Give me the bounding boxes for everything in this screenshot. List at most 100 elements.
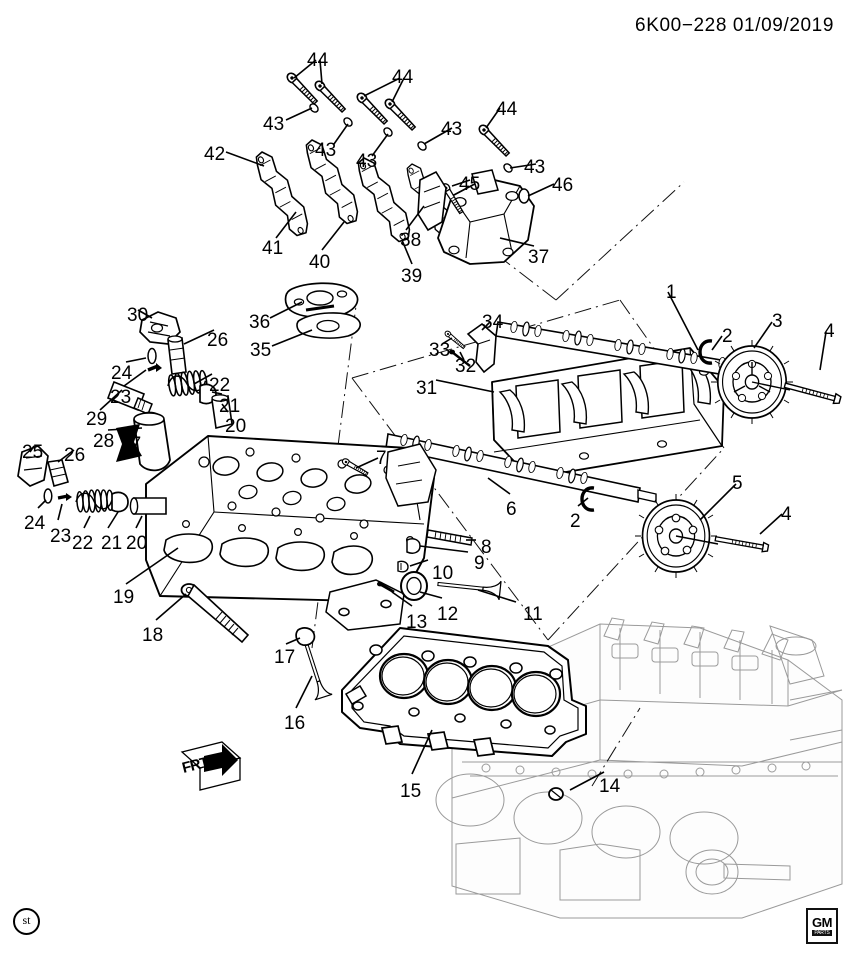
valve-lifter-20-upper xyxy=(211,394,233,429)
cam-actuator-3 xyxy=(711,340,793,424)
stud-8 xyxy=(426,529,473,546)
callout-2a[interactable]: 2 xyxy=(722,326,733,347)
callout-1[interactable]: 1 xyxy=(666,282,677,303)
gm-logo-text: GM xyxy=(812,915,832,930)
callout-33[interactable]: 33 xyxy=(429,340,451,361)
callout-19[interactable]: 19 xyxy=(113,587,135,608)
callout-15[interactable]: 15 xyxy=(400,781,422,802)
callout-13[interactable]: 13 xyxy=(406,612,428,633)
cover-plate-36 xyxy=(284,282,359,319)
rocker-arm-30 xyxy=(139,311,181,345)
rocker-arm-25 xyxy=(17,445,49,487)
callout-11[interactable]: 11 xyxy=(523,604,543,625)
spring-retainer-24-lower xyxy=(43,488,53,504)
callout-43a[interactable]: 43 xyxy=(263,114,285,135)
callout-10[interactable]: 10 xyxy=(432,563,454,584)
callout-18[interactable]: 18 xyxy=(142,625,164,646)
cover-gasket-35 xyxy=(296,312,361,339)
callout-44c[interactable]: 44 xyxy=(496,99,518,120)
cylinder-head-19 xyxy=(145,435,437,631)
callout-21a[interactable]: 21 xyxy=(219,396,241,417)
callout-27[interactable]: 27 xyxy=(120,434,142,455)
callout-3[interactable]: 3 xyxy=(772,311,783,332)
gm-parts-text: PARTS xyxy=(812,930,832,936)
callout-28[interactable]: 28 xyxy=(93,431,115,452)
direction-arrow-27 xyxy=(116,424,142,462)
actuator-bolt-4-upper xyxy=(751,379,843,406)
thrust-retainer-2-lower xyxy=(580,486,595,512)
callout-23b[interactable]: 23 xyxy=(50,526,72,547)
callout-34[interactable]: 34 xyxy=(482,312,504,333)
lash-adjuster-26-upper xyxy=(167,335,187,375)
callout-14[interactable]: 14 xyxy=(599,776,621,797)
lash-adjuster-26-lower xyxy=(47,459,69,487)
callout-21b[interactable]: 21 xyxy=(101,533,123,554)
callout-39[interactable]: 39 xyxy=(401,266,423,287)
valve-lifter-20-lower xyxy=(129,497,167,515)
cam-sprocket-5 xyxy=(635,494,717,578)
valve-spring-seat-12 xyxy=(400,571,428,601)
callout-4a[interactable]: 4 xyxy=(824,321,835,342)
callout-20b[interactable]: 20 xyxy=(126,533,148,554)
callout-26a[interactable]: 26 xyxy=(207,330,229,351)
callout-45[interactable]: 45 xyxy=(459,174,481,195)
front-direction-arrow xyxy=(180,741,242,791)
oil-control-clip-32 xyxy=(449,349,471,367)
valve-lifter-body-28 xyxy=(133,411,171,472)
bearing-cap-38 xyxy=(417,170,447,232)
cylinder-head-bolt-18 xyxy=(180,583,250,644)
cylinder-head-gasket-15 xyxy=(341,627,587,757)
actuator-bolt-4-lower xyxy=(675,533,770,554)
callout-43e[interactable]: 43 xyxy=(524,157,546,178)
lash-cap-21-lower xyxy=(111,491,129,513)
callout-26b[interactable]: 26 xyxy=(64,445,86,466)
callout-30[interactable]: 30 xyxy=(127,305,149,326)
callout-42[interactable]: 42 xyxy=(204,144,226,165)
callout-16[interactable]: 16 xyxy=(284,713,306,734)
callout-24b[interactable]: 24 xyxy=(24,513,46,534)
gm-parts-logo: GM PARTS xyxy=(806,908,838,944)
callout-4b[interactable]: 4 xyxy=(781,504,792,525)
callout-12[interactable]: 12 xyxy=(437,604,459,625)
callout-41[interactable]: 41 xyxy=(262,238,284,259)
valve-stem-seal-13 xyxy=(377,581,395,594)
callout-20a[interactable]: 20 xyxy=(225,416,247,437)
callout-40[interactable]: 40 xyxy=(309,252,331,273)
callout-17[interactable]: 17 xyxy=(274,647,296,668)
callout-44b[interactable]: 44 xyxy=(392,67,414,88)
callout-29[interactable]: 29 xyxy=(86,409,108,430)
callout-23a[interactable]: 23 xyxy=(110,387,132,408)
camshaft-retainer-34 xyxy=(466,322,497,374)
callout-38[interactable]: 38 xyxy=(400,230,422,251)
callout-31[interactable]: 31 xyxy=(416,378,438,399)
callout-9[interactable]: 9 xyxy=(474,553,485,574)
spring-retainer-24-upper xyxy=(147,347,157,365)
callout-22b[interactable]: 22 xyxy=(72,533,94,554)
valve-keeper-23-lower xyxy=(57,493,72,501)
callout-24a[interactable]: 24 xyxy=(111,363,133,384)
callout-25[interactable]: 25 xyxy=(22,442,44,463)
callout-7[interactable]: 7 xyxy=(376,448,387,469)
callout-44a[interactable]: 44 xyxy=(307,50,329,71)
callout-22a[interactable]: 22 xyxy=(209,375,231,396)
drawing-number-and-date: 6K00−228 01/09/2019 xyxy=(635,15,834,36)
exhaust-valve-16 xyxy=(295,636,333,701)
camshaft-carrier-31 xyxy=(491,347,725,479)
callout-43d[interactable]: 43 xyxy=(441,119,463,140)
callout-35[interactable]: 35 xyxy=(250,340,272,361)
callout-8[interactable]: 8 xyxy=(481,537,492,558)
callout-5[interactable]: 5 xyxy=(732,473,743,494)
valve-keeper-10 xyxy=(397,560,409,573)
callout-37[interactable]: 37 xyxy=(528,247,550,268)
callout-6[interactable]: 6 xyxy=(506,499,517,520)
callout-43c[interactable]: 43 xyxy=(356,151,378,172)
callout-36[interactable]: 36 xyxy=(249,312,271,333)
callout-32[interactable]: 32 xyxy=(455,356,477,377)
plug-46 xyxy=(518,188,530,204)
callout-43b[interactable]: 43 xyxy=(315,140,337,161)
camshaft-cover-bracket-37 xyxy=(437,169,535,265)
bearing-cap-rail-42 xyxy=(249,146,316,241)
callout-2b[interactable]: 2 xyxy=(570,511,581,532)
callout-46[interactable]: 46 xyxy=(552,175,574,196)
